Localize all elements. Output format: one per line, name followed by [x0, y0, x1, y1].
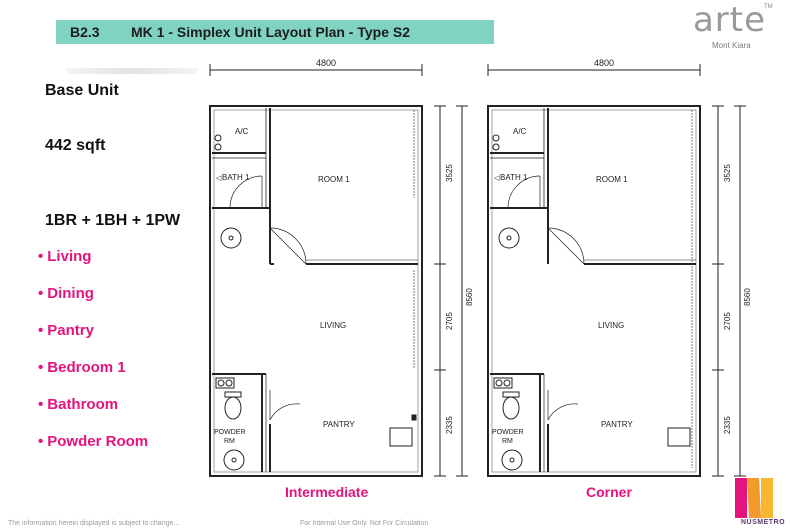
dimension-room: 3525 [445, 164, 454, 182]
unit-configuration: 1BR + 1BH + 1PW [45, 212, 181, 229]
brand-name: NUSMETRO [741, 519, 786, 526]
footer-disclaimer: The information herein displayed is subj… [8, 520, 180, 527]
floor-plan-corner: 4800 A/C BATH 1 ◁ ROOM 1 LIVING PANTRY P… [487, 58, 752, 477]
svg-text:◁: ◁ [494, 175, 500, 182]
feature-label: Powder Room [47, 433, 149, 450]
room-label-powder: POWDER [214, 429, 246, 436]
room-label-bath: BATH 1 [222, 173, 250, 182]
nusmetro-logo-icon [735, 478, 773, 518]
feature-list: •Living •Dining •Pantry •Bedroom 1 •Bath… [38, 248, 148, 470]
list-item: •Powder Room [38, 433, 149, 450]
room-label-pantry: PANTRY [601, 420, 633, 429]
feature-label: Pantry [47, 322, 94, 339]
feature-label: Bedroom 1 [47, 359, 126, 376]
outer-wall [209, 105, 423, 477]
dimension-width: 4800 [594, 58, 614, 68]
list-item: •Bedroom 1 [38, 359, 126, 376]
arte-logo: arte [692, 0, 766, 40]
unit-area: 442 sqft [45, 137, 106, 154]
room-label-room: ROOM 1 [596, 175, 628, 184]
dimension-pantry: 2335 [723, 416, 732, 434]
room-label-powder: POWDER [492, 429, 524, 436]
dimension-width: 4800 [316, 58, 336, 68]
list-item: •Pantry [38, 322, 94, 339]
dimension-room: 3525 [723, 164, 732, 182]
dimension-living: 2705 [445, 312, 454, 330]
list-item: •Dining [38, 285, 94, 302]
dimension-total: 8560 [465, 288, 474, 306]
room-label-room: ROOM 1 [318, 175, 350, 184]
list-item: •Bathroom [38, 396, 119, 413]
section-code: B2.3 [70, 24, 100, 40]
room-label-bath: BATH 1 [500, 173, 528, 182]
room-label-living: LIVING [320, 321, 346, 330]
footer-notice: For Internal Use Only. Not For Circulati… [300, 520, 429, 527]
dimension-total: 8560 [743, 288, 752, 306]
room-label-rm: RM [224, 438, 235, 445]
room-label-ac: A/C [513, 127, 527, 136]
unit-name: Base Unit [45, 82, 119, 99]
list-item: •Living [38, 248, 92, 265]
dimension-living: 2705 [723, 312, 732, 330]
logo-trademark: TM [764, 4, 773, 10]
room-label-pantry: PANTRY [323, 420, 355, 429]
floor-plan-intermediate: 4800 A/C BATH 1 ◁ ROOM 1 LIVING PANTRY P… [209, 58, 474, 477]
room-label-ac: A/C [235, 127, 249, 136]
logo-subtitle: Mont Kiara [712, 41, 751, 50]
header-bar [56, 20, 494, 44]
dimension-pantry: 2335 [445, 416, 454, 434]
room-label-rm: RM [502, 438, 513, 445]
room-label-living: LIVING [598, 321, 624, 330]
feature-label: Bathroom [47, 396, 119, 413]
page-title: MK 1 - Simplex Unit Layout Plan - Type S… [131, 24, 411, 40]
caption-intermediate: Intermediate [285, 484, 369, 500]
svg-text:◁: ◁ [216, 175, 222, 182]
feature-label: Dining [47, 285, 94, 302]
blurred-text [66, 68, 198, 74]
feature-label: Living [47, 248, 92, 265]
caption-corner: Corner [586, 484, 632, 500]
